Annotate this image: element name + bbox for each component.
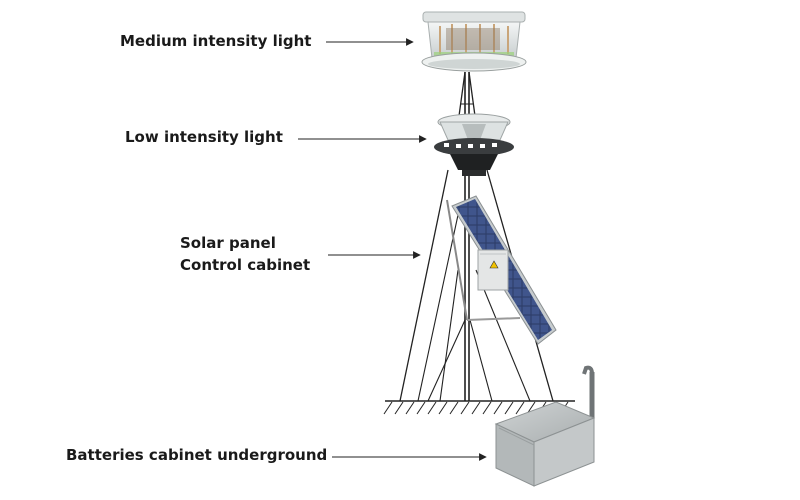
medium-intensity-light-icon: [421, 11, 527, 72]
ground-hatch: [438, 401, 448, 415]
ground-hatch: [427, 401, 437, 415]
batteries-cabinet-icon: [494, 365, 596, 487]
ground-hatch: [515, 401, 525, 415]
pointer-arrows: [298, 38, 487, 461]
label-control-cabinet: Control cabinet: [180, 256, 311, 274]
ground-hatch: [482, 401, 492, 415]
ground-hatch: [460, 401, 470, 415]
ground-hatch: [405, 401, 415, 415]
label-solar-panel: Solar panel: [180, 234, 276, 252]
ground-hatch: [449, 401, 459, 415]
label-solar-control: Solar panel Control cabinet: [180, 232, 310, 276]
control-cabinet-icon: [477, 249, 509, 291]
ground-hatch: [416, 401, 426, 415]
ground-hatch: [471, 401, 481, 415]
label-medium-intensity-light: Medium intensity light: [120, 32, 312, 50]
ground-hatch: [394, 401, 404, 415]
low-intensity-light-icon: [434, 113, 514, 176]
label-batteries-cabinet: Batteries cabinet underground: [66, 446, 328, 464]
ground-hatch: [504, 401, 514, 415]
label-low-intensity-light: Low intensity light: [125, 128, 283, 146]
ground-hatch: [383, 401, 393, 415]
ground-hatch: [493, 401, 503, 415]
